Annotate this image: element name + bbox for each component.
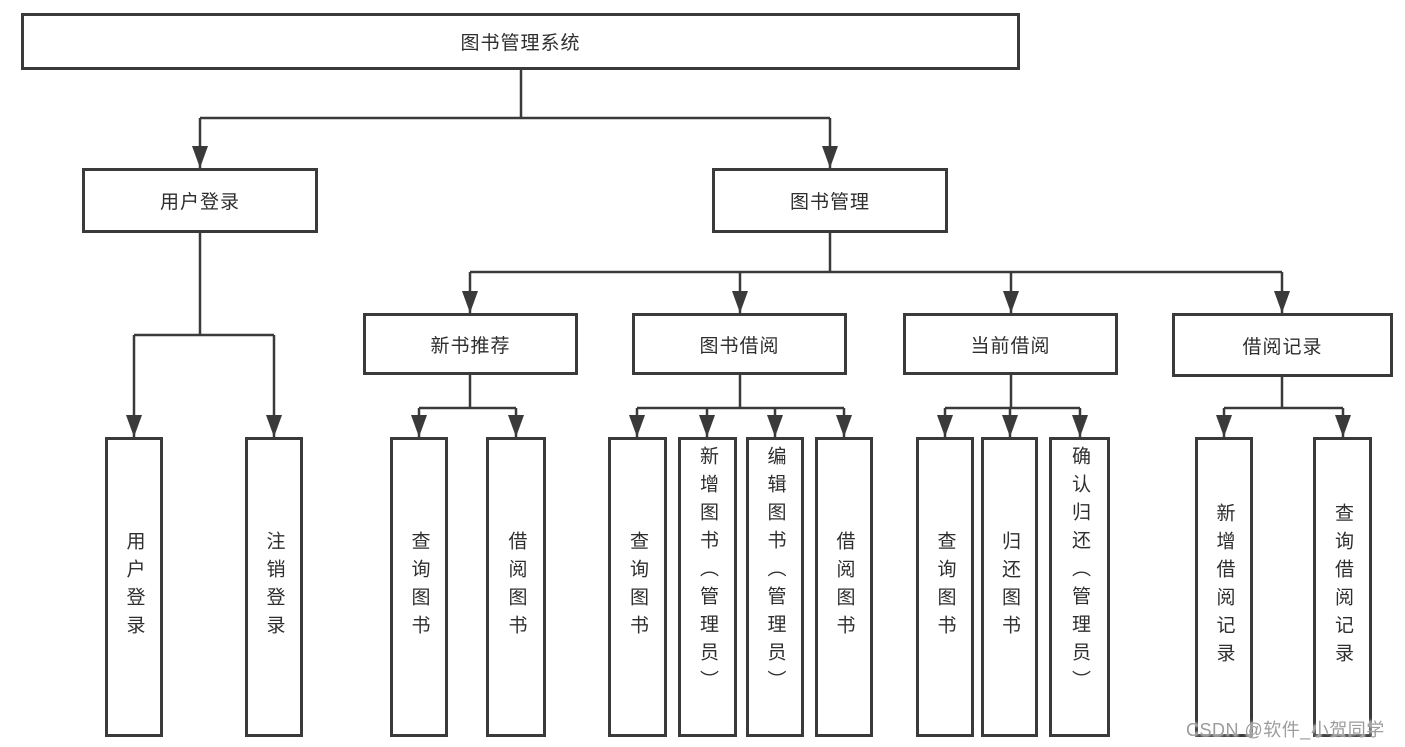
leaf-confirm-return-admin: 确认归还（管理员） [1049,437,1110,737]
leaf-borrow-query-books: 查询图书 [608,437,667,737]
node-borrow-records: 借阅记录 [1172,313,1393,377]
node-current-borrow: 当前借阅 [903,313,1118,375]
csdn-watermark: CSDN @软件_小贺同学 [1186,720,1385,740]
leaf-edit-books-admin: 编辑图书（管理员） [746,437,804,737]
leaf-logout-login: 注销登录 [245,437,303,737]
node-new-book-recommend: 新书推荐 [363,313,578,375]
node-book-management: 图书管理 [712,168,948,233]
leaf-add-books-admin: 新增图书（管理员） [678,437,737,737]
node-book-borrow: 图书借阅 [632,313,847,375]
leaf-add-borrow-record: 新增借阅记录 [1195,437,1253,737]
node-user-login: 用户登录 [82,168,318,233]
leaf-newbook-query-books: 查询图书 [390,437,448,737]
leaf-query-borrow-record: 查询借阅记录 [1313,437,1372,737]
node-library-system: 图书管理系统 [21,13,1020,70]
leaf-newbook-borrow-books: 借阅图书 [486,437,546,737]
leaf-current-query-books: 查询图书 [916,437,974,737]
leaf-borrow-books: 借阅图书 [815,437,873,737]
leaf-return-books: 归还图书 [981,437,1038,737]
leaf-user-login: 用户登录 [105,437,163,737]
